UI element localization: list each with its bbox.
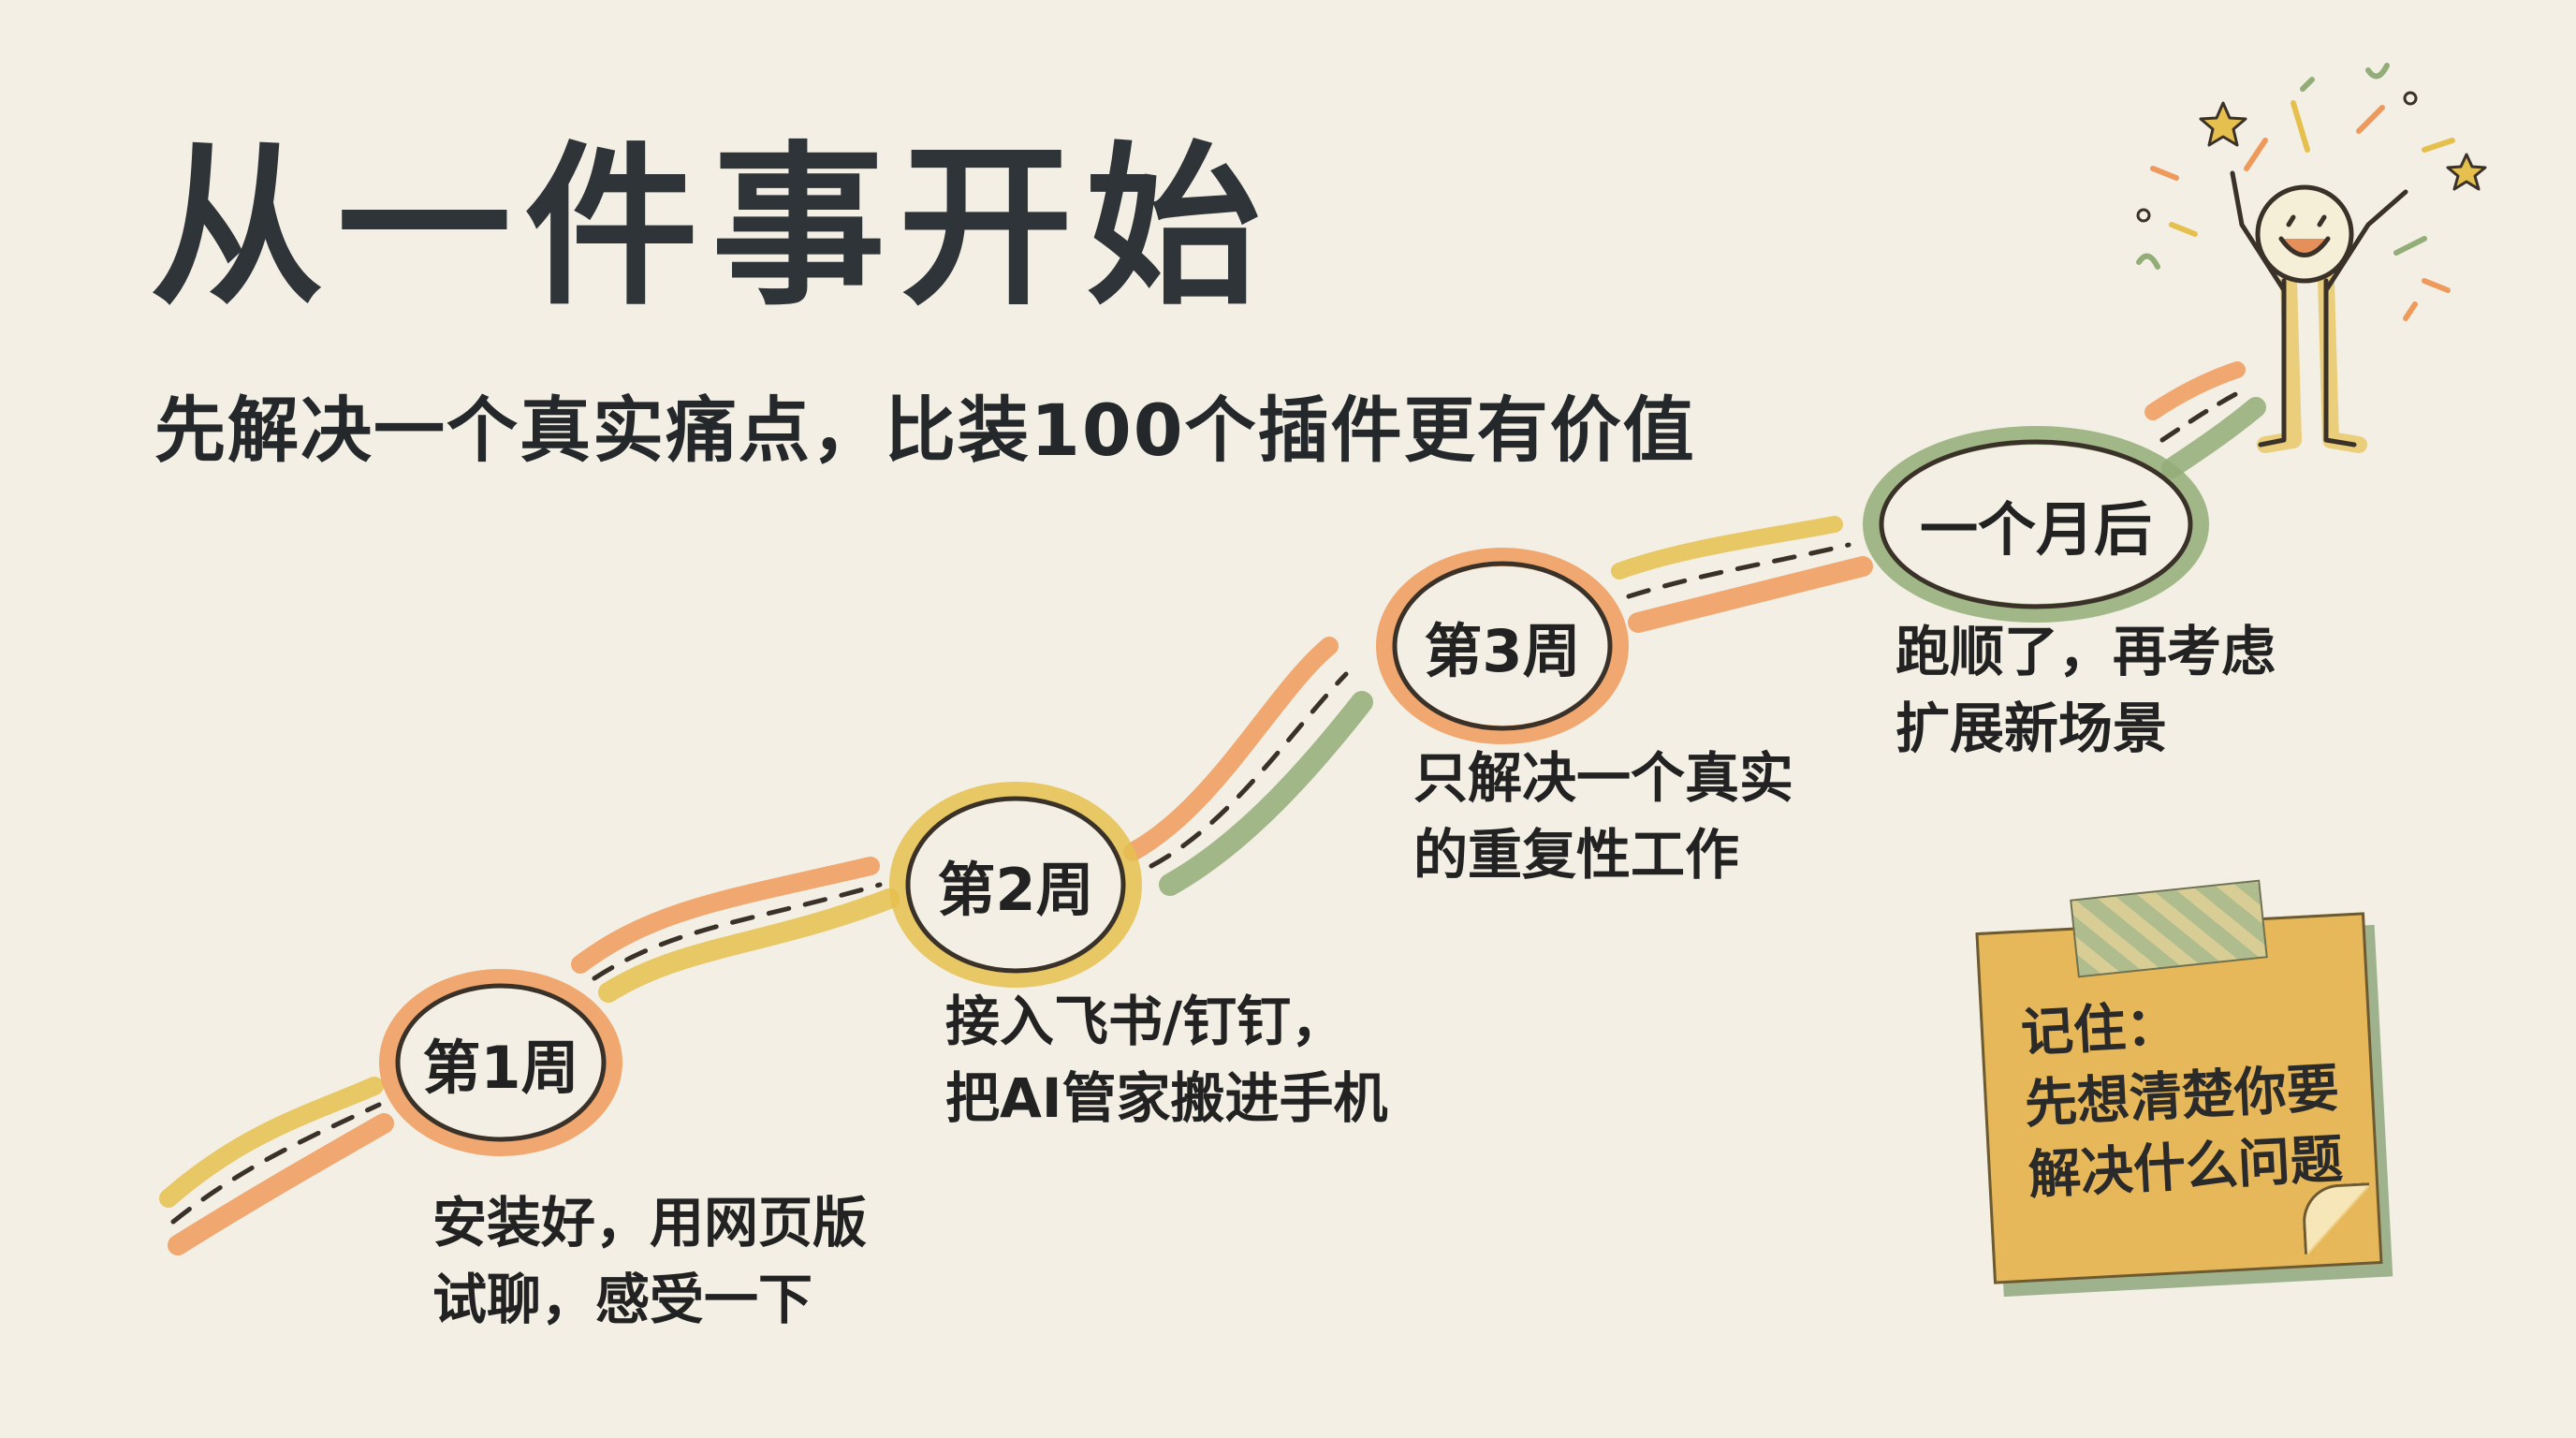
sticky-note-text: 记住： 先想清楚你要 解决什么问题 — [2019, 982, 2344, 1211]
stage-desc-line: 安装好，用网页版 — [432, 1191, 868, 1255]
stage-label-week1: 第1周 — [422, 1034, 579, 1102]
stage-desc-line: 跑顺了，再考虑 — [1895, 620, 2276, 683]
stage-desc-line: 接入飞书/钉钉， — [945, 990, 1346, 1053]
stage-desc-line: 把AI管家搬进手机 — [945, 1066, 1388, 1130]
stage-label-week2: 第2周 — [937, 856, 1094, 924]
stage-desc-line: 试聊，感受一下 — [432, 1268, 813, 1331]
stage-desc-line: 扩展新场景 — [1895, 697, 2168, 760]
stage-desc-week2: 接入飞书/钉钉， 把AI管家搬进手机 — [945, 983, 1387, 1137]
note-line: 解决什么问题 — [2027, 1128, 2345, 1207]
page-title: 从一件事开始 — [150, 125, 1274, 329]
milestone-circle-1 — [379, 969, 622, 1156]
stage-desc-line: 的重复性工作 — [1413, 823, 1740, 887]
stage-label-week3: 第3周 — [1424, 617, 1581, 685]
stage-desc-month: 跑顺了，再考虑 扩展新场景 — [1895, 613, 2276, 767]
stage-desc-line: 只解决一个真实 — [1413, 746, 1794, 810]
milestone-circle-2 — [889, 782, 1142, 988]
stage-desc-week3: 只解决一个真实 的重复性工作 — [1413, 740, 1793, 893]
star-icon — [2199, 101, 2487, 191]
page-subtitle: 先解决一个真实痛点，比装100个插件更有价值 — [154, 389, 1696, 472]
stage-label-month: 一个月后 — [1919, 495, 2153, 564]
milestone-circle-3 — [1376, 548, 1629, 744]
road-path — [159, 361, 2266, 1255]
confetti-icon — [2136, 63, 2455, 321]
milestone-circle-4 — [1863, 426, 2209, 623]
celebrating-person-icon — [2230, 170, 2408, 453]
stage-desc-week1: 安装好，用网页版 试聊，感受一下 — [432, 1184, 867, 1338]
